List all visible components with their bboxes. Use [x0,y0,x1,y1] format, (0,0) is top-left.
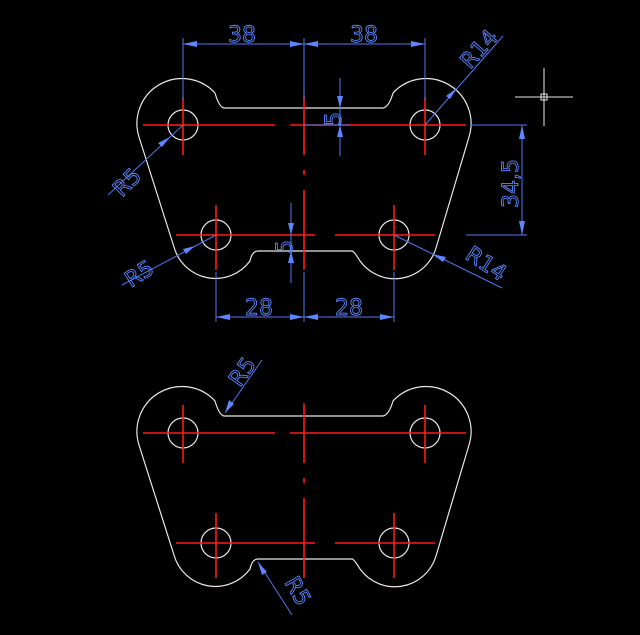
part-outline-lower [137,387,471,587]
dimension-top-radius: R14 [424,25,504,126]
dim-label-r5-bottom-left: R5 [121,256,159,293]
dim-label-28-right: 28 [335,296,363,321]
dimension-left-radius: R5 [107,124,184,203]
dim-label-r14-top: R14 [456,25,504,74]
dim-label-34-5: 34,5 [499,159,524,208]
dim-label-5-bottom: 5 [273,240,298,254]
dimension-bottom-notch: 5 [273,203,298,283]
dimension-bottom-fillet: R5 [257,561,316,616]
dimension-bottom-radius: R14 [393,234,511,289]
dimension-top-notch: 5 [304,78,350,156]
dimension-top-width: 38 38 [182,23,426,100]
dim-label-r5-left: R5 [109,164,147,202]
dimension-top-fillet: R5 [224,353,263,414]
dim-label-28-left: 28 [245,296,273,321]
dimension-bottom-width: 28 28 [215,272,395,322]
dim-label-38-left: 38 [228,23,256,48]
dimension-vertical-spacing: 34,5 [466,124,527,236]
crosshair-cursor-icon [515,68,573,126]
dim-label-5-top: 5 [322,112,347,126]
dimension-bottom-left-radius: R5 [120,234,217,293]
lower-part-view: R5 R5 [137,353,471,616]
dim-label-r5-bottom-fillet: R5 [279,573,315,611]
dim-label-r5-top-fillet: R5 [224,353,261,391]
upper-part-view: 38 38 R14 5 R5 [107,23,527,322]
dim-label-38-right: 38 [350,23,378,48]
